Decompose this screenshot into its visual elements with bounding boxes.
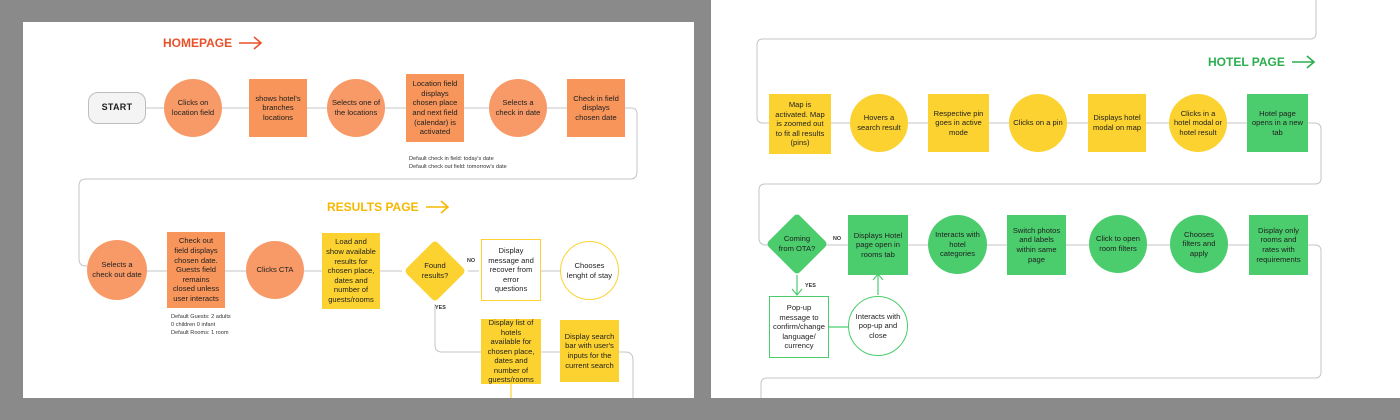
step-rooms-tab: Displays Hotel page open in rooms tab	[848, 215, 908, 275]
arrow-right-icon	[425, 200, 449, 214]
step-select-checkin: Selects a check in date	[489, 79, 547, 137]
step-text: Click to open room filters	[1096, 234, 1140, 253]
step-text: Load and show available results for chos…	[326, 237, 376, 304]
step-text: Interacts with pop-up and close	[855, 311, 901, 340]
start-label: START	[101, 102, 133, 113]
note-line: Default Rooms: 1 room	[171, 330, 229, 336]
step-text: Switch photos and labels within same pag…	[1012, 225, 1061, 264]
popup-message-box: Pop-up message to confirm/change languag…	[769, 296, 829, 358]
step-clicks-location: Clicks on location field	[164, 79, 222, 137]
step-hotel-modal: Displays hotel modal on map	[1088, 94, 1146, 152]
step-select-checkout: Selects a check out date	[87, 240, 147, 300]
checkin-default-note: Default check in field: today's date Def…	[409, 155, 507, 171]
step-hovers-result: Hovers a search result	[850, 94, 908, 152]
step-text: Clicks in a hotel modal or hotel result	[1173, 108, 1223, 137]
step-text: Hovers a search result	[857, 113, 901, 132]
step-map-activated: Map is activated. Map is zoomed out to f…	[769, 94, 831, 154]
note-line: Default Guests: 2 adults	[171, 314, 231, 320]
coming-from-ota-decision: Coming from OTA?	[764, 211, 830, 277]
error-message-box: Display message and recover from error q…	[481, 239, 541, 301]
step-text: Respective pin goes in active mode	[933, 108, 984, 137]
step-text: Displays Hotel page open in rooms tab	[853, 230, 903, 259]
decision-text: Found results?	[421, 261, 449, 280]
arrow-right-icon	[1291, 55, 1316, 69]
step-pin-active: Respective pin goes in active mode	[928, 94, 989, 152]
step-text: Chooses lenght of stay	[566, 260, 613, 280]
start-node: START	[88, 92, 146, 124]
step-selects-location: Selects one of the locations	[327, 79, 385, 137]
no-label: NO	[467, 258, 476, 264]
step-text: Display list of hotels available for cho…	[487, 317, 535, 385]
step-interacts-categories: Interacts with hotel categories	[928, 215, 987, 274]
results-title: RESULTS PAGE	[327, 200, 451, 214]
note-line: Default check out field: tomorrow's date	[409, 164, 507, 170]
hotels-list-box: Display list of hotels available for cho…	[481, 317, 541, 385]
no-label: NO	[833, 236, 842, 242]
step-text: Displays hotel modal on map	[1092, 113, 1142, 132]
step-clicks-pin: Clicks on a pin	[1009, 94, 1067, 152]
step-text: Display only rooms and rates with requir…	[1256, 225, 1301, 264]
step-open-filters: Click to open room filters	[1089, 215, 1147, 273]
step-clicks-modal: Clicks in a hotel modal or hotel result	[1169, 94, 1227, 152]
step-display-rooms: Display only rooms and rates with requir…	[1249, 215, 1308, 275]
step-text: Pop-up message to confirm/change languag…	[773, 303, 825, 351]
yes-label: YES	[805, 283, 816, 289]
homepage-results-panel: HOMEPAGE START Clicks on location field …	[23, 22, 694, 398]
step-location-displayed: Location field displays chosen place and…	[406, 74, 464, 142]
found-results-decision: Found results?	[402, 238, 468, 304]
step-text: Hotel page opens in a new tab	[1251, 108, 1304, 137]
step-load-results: Load and show available results for chos…	[322, 233, 380, 309]
step-hotel-page-opens: Hotel page opens in a new tab	[1247, 94, 1308, 152]
step-text: Interacts with hotel categories	[935, 230, 980, 259]
arrow-right-icon	[239, 36, 263, 50]
note-line: 0 children 0 infant	[171, 322, 216, 328]
left-connectors	[78, 107, 638, 398]
step-shows-branches: shows hotel's branches locations	[249, 79, 307, 137]
step-text: shows hotel's branches locations	[255, 93, 301, 122]
step-text: Map is activated. Map is zoomed out to f…	[775, 100, 825, 148]
step-text: Selects one of the locations	[331, 98, 381, 117]
interacts-popup-node: Interacts with pop-up and close	[848, 296, 908, 356]
yes-label: YES	[435, 305, 446, 311]
step-checkout-displayed: Check out field displays chosen date. Gu…	[167, 232, 225, 308]
homepage-title-text: HOMEPAGE	[163, 36, 233, 50]
step-choose-filters: Chooses filters and apply	[1170, 215, 1228, 273]
step-text: Clicks on location field	[171, 98, 215, 117]
step-text: Selects a check out date	[92, 260, 142, 279]
note-line: Default check in field: today's date	[409, 156, 494, 162]
hotel-page-panel: HOTEL PAGE Map is activated. Map is zoom…	[711, 0, 1400, 398]
step-switch-photos: Switch photos and labels within same pag…	[1007, 215, 1066, 275]
step-clicks-cta: Clicks CTA	[246, 241, 304, 299]
step-text: Location field displays chosen place and…	[412, 79, 458, 137]
step-text: Check out field displays chosen date. Gu…	[172, 236, 219, 303]
step-text: Display search bar with user's inputs fo…	[564, 331, 615, 370]
decision-text: Coming from OTA?	[778, 234, 816, 253]
results-title-text: RESULTS PAGE	[327, 200, 419, 214]
homepage-title: HOMEPAGE	[163, 36, 264, 50]
step-text: Clicks CTA	[256, 265, 294, 275]
step-text: Check in field displays chosen date	[573, 93, 619, 122]
search-bar-box: Display search bar with user's inputs fo…	[560, 320, 619, 382]
hotel-page-title: HOTEL PAGE	[1208, 55, 1317, 69]
hotel-title-text: HOTEL PAGE	[1208, 55, 1285, 69]
step-text: Display message and recover from error q…	[488, 246, 534, 294]
right-connectors	[756, 0, 1322, 398]
choose-stay-node: Chooses lenght of stay	[560, 241, 619, 300]
step-text: Clicks on a pin	[1013, 118, 1063, 128]
step-checkin-displayed: Check in field displays chosen date	[567, 79, 625, 137]
step-text: Selects a check in date	[495, 98, 541, 117]
guests-default-note: Default Guests: 2 adults 0 children 0 in…	[171, 313, 231, 337]
step-text: Chooses filters and apply	[1182, 229, 1216, 258]
